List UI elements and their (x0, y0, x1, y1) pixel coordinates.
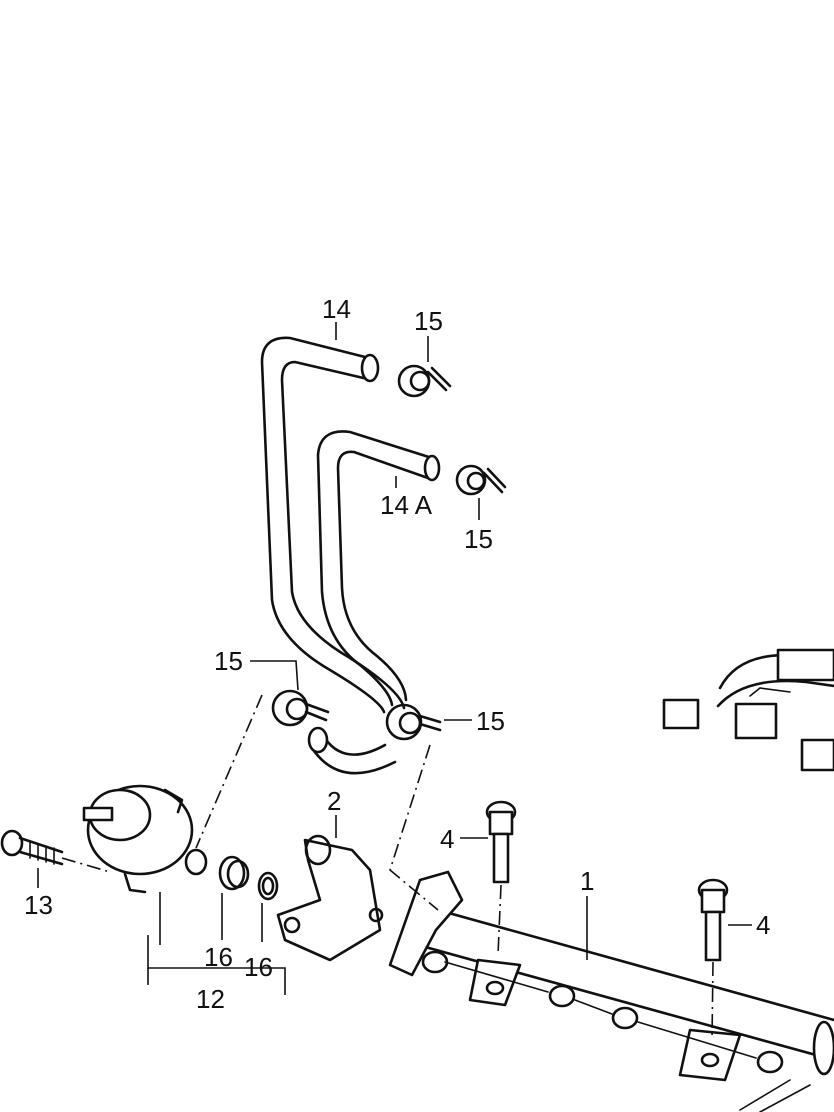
bolt-4-right (697, 878, 729, 962)
callout-13: 13 (24, 890, 53, 920)
hose-lower-end (307, 726, 397, 775)
callout-16-right: 16 (244, 952, 273, 982)
callout-14a: 14 A (380, 490, 433, 520)
leader-lines (37, 322, 752, 995)
callout-1: 1 (580, 866, 594, 896)
callout-4-right: 4 (756, 910, 770, 940)
callout-15-mid: 15 (464, 524, 493, 554)
wiring-connectors (662, 648, 834, 772)
clamp-15-left (271, 689, 330, 727)
bracket-2 (276, 834, 384, 962)
callout-15-right: 15 (476, 706, 505, 736)
hose-14 (260, 336, 406, 714)
pressure-regulator-12 (82, 784, 208, 894)
clamp-15-right (385, 703, 442, 741)
hose-14a (316, 430, 441, 707)
callout-14: 14 (322, 294, 351, 324)
clamp-15-top (397, 364, 452, 398)
callout-12: 12 (196, 984, 225, 1014)
callout-15-top: 15 (414, 306, 443, 336)
assembly-lines (61, 694, 714, 1041)
bolt-4-left (485, 800, 517, 884)
callout-2: 2 (327, 786, 341, 816)
callout-4-left: 4 (440, 824, 454, 854)
callouts: 14 15 14 A 15 15 15 2 4 1 4 13 16 16 12 (24, 294, 770, 1014)
o-ring-16-left (218, 855, 250, 891)
fuel-rail-1 (388, 870, 834, 1112)
callout-15-left: 15 (214, 646, 243, 676)
screw-13 (0, 829, 64, 866)
clamp-15-mid (455, 464, 507, 496)
o-ring-16-right (257, 871, 279, 901)
callout-16-left: 16 (204, 942, 233, 972)
